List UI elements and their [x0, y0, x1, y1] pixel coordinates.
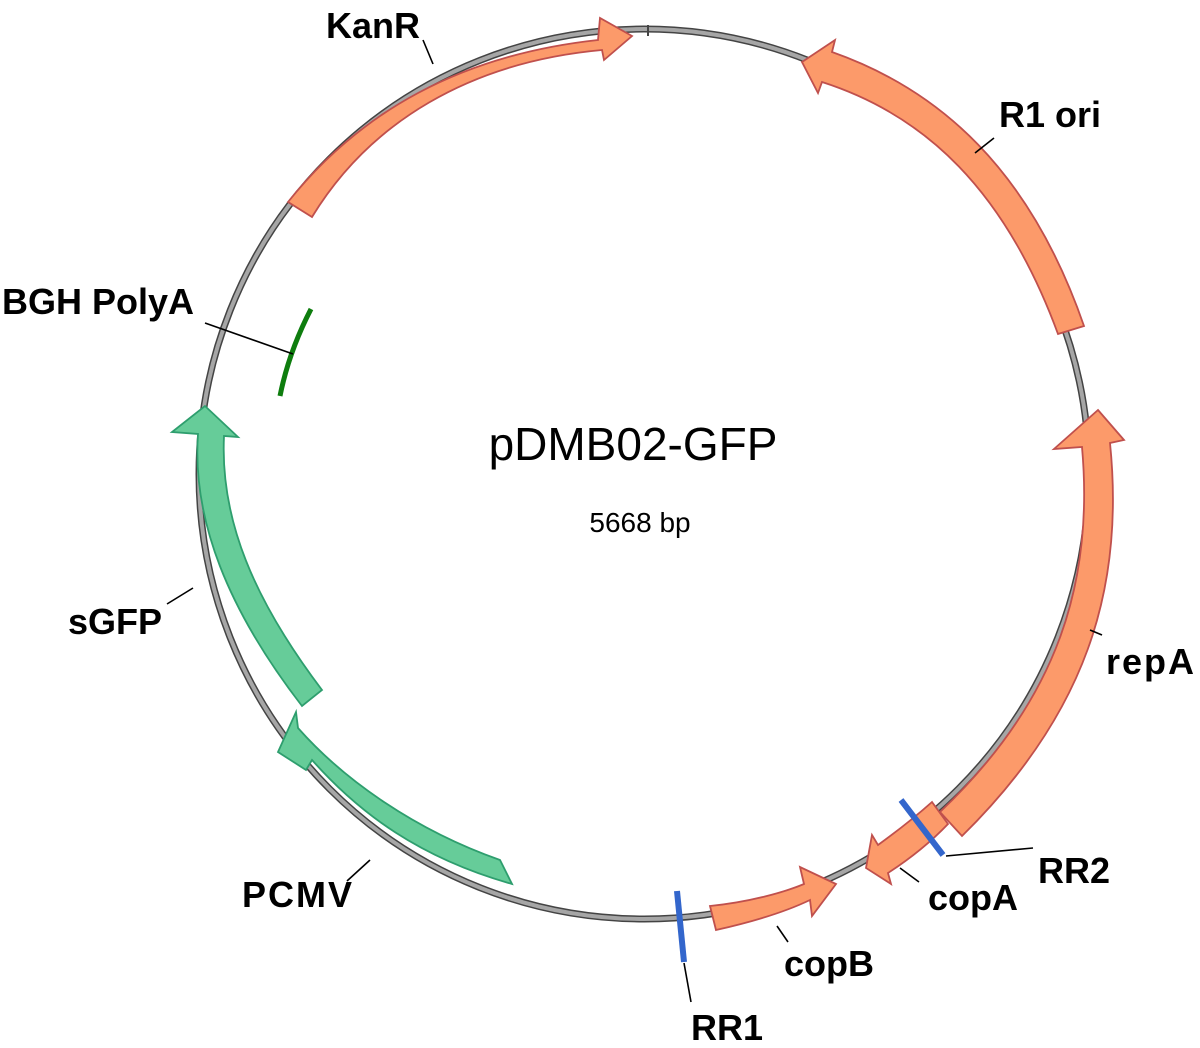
rr1-mark: [674, 890, 687, 963]
copb-arrow: [708, 865, 838, 932]
rr1-leader: [683, 962, 692, 1003]
feature-arrows-green: [169, 307, 514, 886]
feature-arrows-orange: [286, 16, 1126, 932]
sgfp-arrow: [169, 404, 324, 708]
copb-label: copB: [784, 943, 874, 984]
site-marks: [674, 798, 946, 963]
leader-lines: [166, 39, 1103, 1003]
pcmv-leader: [346, 859, 371, 882]
copa-label: copA: [928, 877, 1018, 918]
rr2-mark: [898, 798, 946, 857]
rr1-label: RR1: [691, 1007, 763, 1048]
bgh-polya-leader: [204, 322, 294, 355]
rr2-leader: [945, 847, 1034, 857]
sgfp-leader: [166, 587, 194, 605]
repa-label: repA: [1106, 641, 1196, 682]
pcmv-arrow: [276, 708, 514, 886]
copa-leader: [899, 867, 920, 883]
bgh-polya-mark: [277, 307, 314, 397]
plasmid-size: 5668 bp: [589, 507, 690, 538]
r1-ori-arrow: [800, 37, 1086, 336]
copb-leader: [776, 925, 789, 943]
kanr-label: KanR: [326, 5, 420, 46]
kanr-leader: [422, 39, 434, 65]
repa-arrow: [938, 408, 1126, 838]
sgfp-label: sGFP: [68, 601, 162, 642]
r1-ori-leader: [974, 137, 995, 154]
bgh-polya-label: BGH PolyA: [2, 281, 194, 322]
pcmv-label: PCMV: [242, 874, 354, 915]
kanr-arrow: [286, 16, 634, 219]
r1-ori-label: R1 ori: [999, 94, 1101, 135]
rr2-label: RR2: [1038, 850, 1110, 891]
plasmid-name: pDMB02-GFP: [489, 418, 778, 470]
repa-leader: [1089, 629, 1103, 636]
